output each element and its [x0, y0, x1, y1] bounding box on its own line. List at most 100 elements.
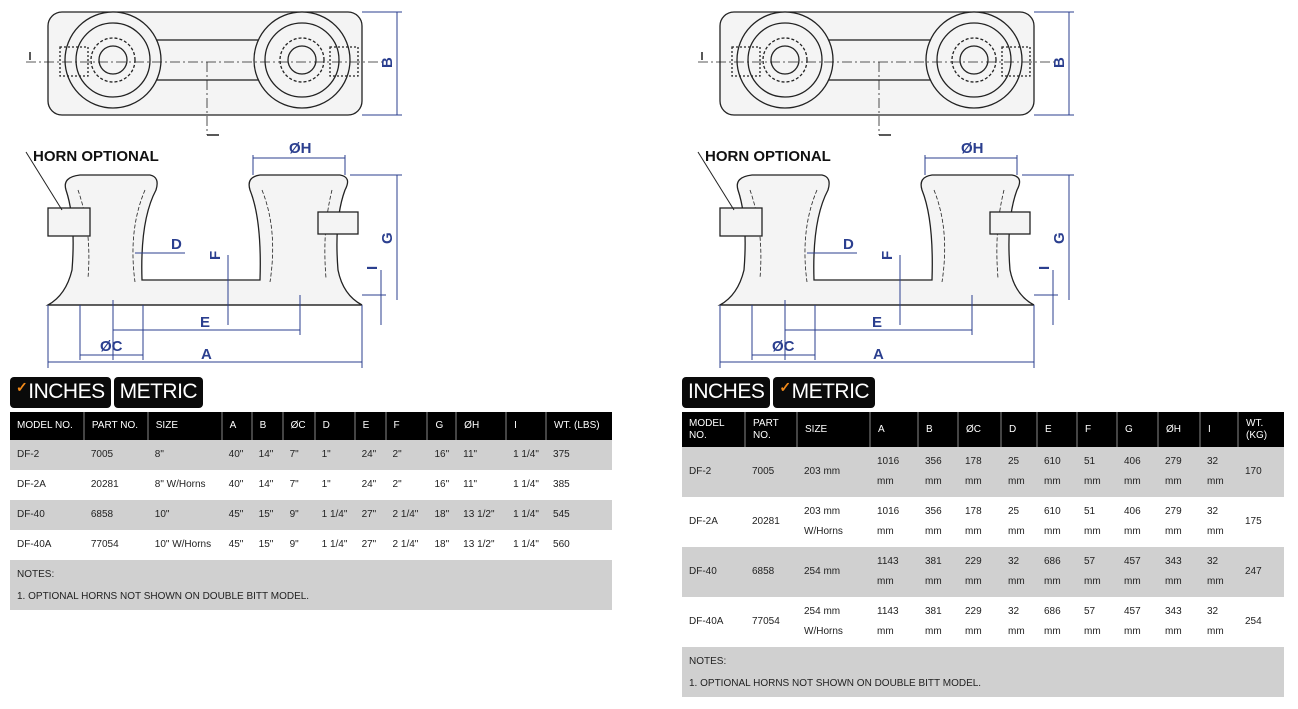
tab-label: METRIC [119, 380, 198, 403]
column-header: ØH [455, 412, 507, 440]
note-1: 1. OPTIONAL HORNS NOT SHOWN ON DOUBLE BI… [17, 591, 310, 602]
table-cell: 1143 mm [870, 547, 918, 597]
table-cell: 25 mm [1001, 447, 1037, 497]
table-cell: 14" [258, 479, 274, 490]
table-cell: 686 mm [1044, 606, 1061, 637]
table-cell: 10" W/Horns [154, 539, 212, 550]
inches-panel: HORN OPTIONAL ØH B D F G I E ØC A ✓INCHE… [0, 0, 620, 709]
table-cell: 7" [289, 479, 299, 490]
column-header: I [505, 412, 547, 440]
table-cell: 457 mm [1117, 547, 1158, 597]
table-cell: 8" [147, 440, 222, 470]
table-cell: 9" [282, 500, 315, 530]
tab-metric[interactable]: METRIC [113, 377, 204, 408]
table-cell: 6858 [745, 547, 797, 597]
dim-i-label: I [1036, 266, 1053, 270]
table-cell: DF-40 [10, 500, 84, 530]
column-header: ØC [957, 412, 1001, 447]
column-header: G [426, 412, 457, 440]
dim-g-label: G [1051, 232, 1068, 244]
table-cell: 11" [463, 479, 478, 490]
tab-metric[interactable]: ✓METRIC [773, 377, 876, 408]
table-cell: 254 [1245, 616, 1262, 627]
dim-e-label: E [872, 314, 882, 331]
column-header: SIZE [796, 412, 870, 447]
notes-row: NOTES:1. OPTIONAL HORNS NOT SHOWN ON DOU… [10, 560, 612, 610]
table-cell: 13 1/2" [456, 500, 507, 530]
table-cell: DF-40A [17, 539, 52, 550]
table-cell: DF-40A [689, 616, 724, 627]
column-header: F [1076, 412, 1117, 447]
table-cell: 247 [1238, 547, 1284, 597]
table-cell: DF-2A [17, 479, 46, 490]
table-cell: 279 mm [1165, 506, 1182, 537]
checkmark-icon: ✓ [779, 379, 791, 395]
table-cell: 203 mm [797, 447, 870, 497]
column-header: A [869, 412, 918, 447]
table-cell: 178 mm [965, 506, 982, 537]
metric-panel: HORN OPTIONAL ØH B D F G I E ØC A INCHES… [672, 0, 1292, 709]
table-cell: 279 mm [1158, 447, 1200, 497]
dim-h-label: ØH [961, 140, 984, 157]
table-cell: 9" [289, 539, 299, 550]
dim-d-label: D [843, 236, 854, 253]
table-cell: 381 mm [925, 606, 942, 637]
table-cell: 45" [228, 539, 244, 550]
table-cell: 32 mm [1200, 447, 1238, 497]
table-cell: 32 mm [1207, 606, 1224, 637]
table-cell: 27" [361, 539, 377, 550]
column-header: E [1036, 412, 1077, 447]
dim-a-label: A [201, 346, 212, 363]
table-cell: 32 mm [1200, 547, 1238, 597]
bitt-drawing: HORN OPTIONAL ØH B D F G I E ØC A [25, 11, 402, 368]
table-cell: 385 [553, 479, 570, 490]
side-view [717, 174, 1035, 306]
horn-optional-label: HORN OPTIONAL [33, 148, 159, 165]
table-cell: 24" [361, 479, 377, 490]
table-cell: 57 mm [1077, 547, 1117, 597]
bitt-drawing: HORN OPTIONAL ØH B D F G I E ØC A [697, 11, 1074, 368]
column-header: MODEL NO. [682, 412, 745, 447]
dim-i-label: I [364, 266, 381, 270]
tab-inches[interactable]: INCHES [682, 377, 771, 408]
dim-g-label: G [379, 232, 396, 244]
table-cell: 375 [546, 440, 612, 470]
table-cell: 1143 mm [877, 606, 899, 637]
notes-title: NOTES: [689, 656, 727, 667]
table-cell: 18" [427, 500, 457, 530]
table-cell: 1 1/4" [314, 500, 355, 530]
table-cell: 457 mm [1124, 606, 1141, 637]
table-cell: 175 [1245, 516, 1262, 527]
column-header: PART NO. [82, 412, 148, 440]
table-cell: 13 1/2" [463, 539, 495, 550]
table-cell: 1" [314, 440, 355, 470]
table-cell: 10" [147, 500, 222, 530]
dimension-lines [25, 11, 402, 368]
table-cell: 254 mm [797, 547, 870, 597]
table-cell: 45" [221, 500, 252, 530]
table-cell: 11" [456, 440, 507, 470]
table-cell: DF-2A [689, 516, 718, 527]
table-cell: 15" [251, 500, 283, 530]
column-header: B [250, 412, 283, 440]
column-header: ØH [1157, 412, 1200, 447]
table-cell: 2" [392, 479, 402, 490]
unit-tabs: INCHES ✓METRIC [682, 377, 876, 408]
table-cell: 51 mm [1077, 447, 1117, 497]
table-cell: DF-40 [682, 547, 745, 597]
table-cell: 1016 mm [870, 447, 918, 497]
table-cell: 16" [427, 440, 457, 470]
dim-f-label: F [207, 251, 224, 260]
tab-inches[interactable]: ✓INCHES [10, 377, 111, 408]
table-cell: 178 mm [958, 447, 1001, 497]
top-view [698, 11, 1057, 136]
dim-f-label: F [879, 251, 896, 260]
